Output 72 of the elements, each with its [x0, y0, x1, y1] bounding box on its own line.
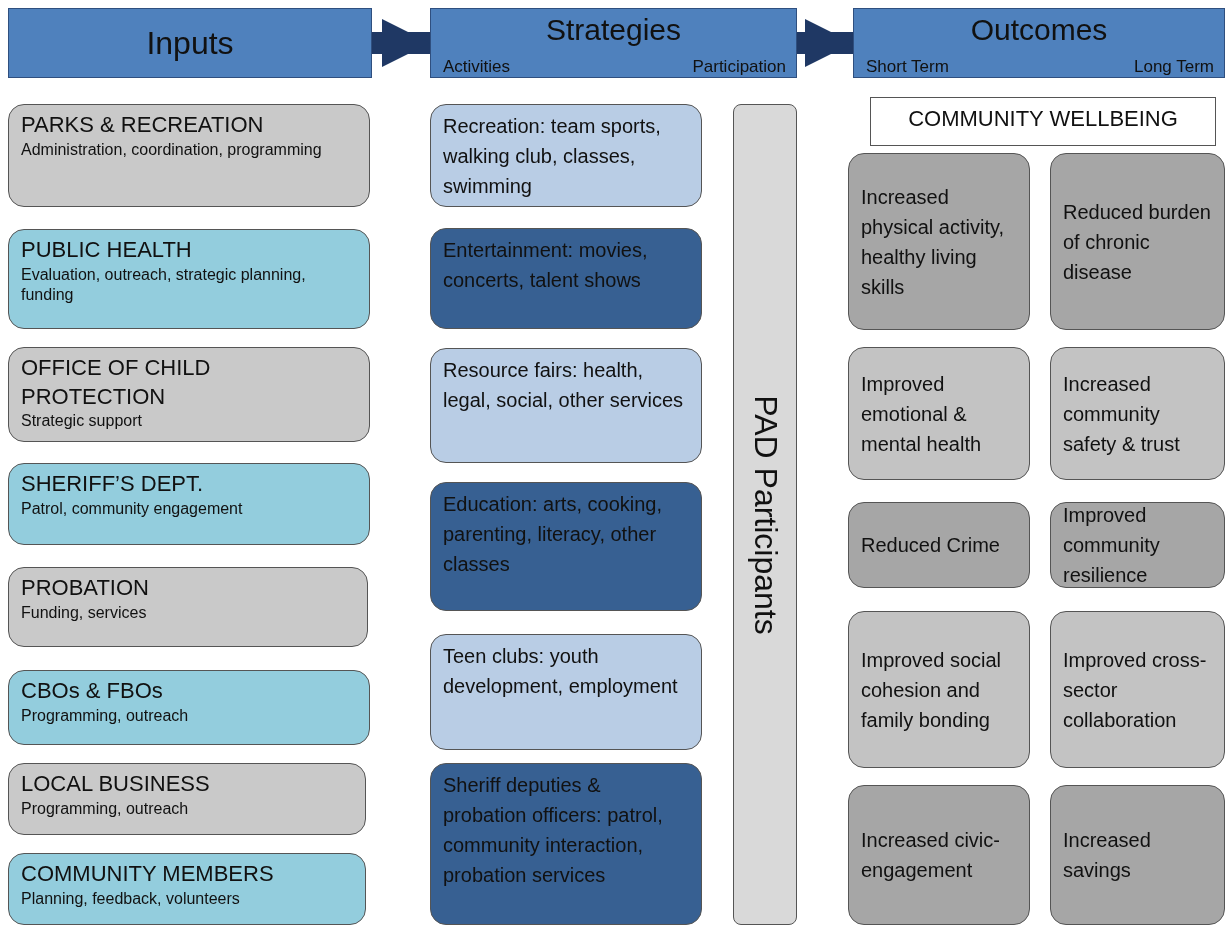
input-box — [8, 567, 368, 647]
outcome-text: Reduced Crime — [861, 533, 1000, 558]
input-box — [8, 104, 370, 207]
input-heading: COMMUNITY MEMBERS — [21, 860, 275, 888]
header-banner — [430, 8, 797, 78]
input-description: Evaluation, outreach, strategic planning, funding — [21, 264, 307, 306]
input-description: Funding, services — [21, 602, 148, 623]
arrow — [372, 18, 430, 68]
subheader-label: Activities — [443, 57, 511, 77]
input-box — [8, 670, 370, 745]
input-box — [8, 229, 370, 329]
header-title: Inputs — [145, 25, 235, 62]
input-heading: LOCAL BUSINESS — [21, 770, 211, 798]
outcome-text: Improved emotional & mental health — [861, 371, 983, 457]
input-heading: PROBATION — [21, 574, 150, 602]
strategy-text: Sheriff deputies & probation officers: patrol, community interaction, probation services — [443, 773, 664, 888]
outcome-box — [848, 611, 1030, 768]
outcome-text: Increased civic-engagement — [861, 828, 1001, 883]
header-title: Outcomes — [969, 13, 1109, 47]
strategy-text: Education: arts, cooking, parenting, literacy, other classes — [443, 492, 663, 577]
title-box — [870, 97, 1216, 146]
input-description: Administration, coordination, programming — [21, 139, 323, 160]
outcome-box — [848, 502, 1030, 588]
outcome-box — [848, 785, 1030, 925]
section-title: COMMUNITY WELLBEING — [907, 106, 1179, 132]
participants-bar — [733, 104, 797, 925]
outcome-text: Improved cross-sector collaboration — [1063, 647, 1208, 733]
strategy-box — [430, 228, 702, 329]
outcome-text: Increased community safety & trust — [1063, 371, 1181, 457]
input-description: Planning, feedback, volunteers — [21, 888, 241, 909]
outcome-box — [1050, 785, 1225, 925]
strategy-box — [430, 104, 702, 207]
outcome-text: Improved social cohesion and family bonding — [861, 647, 1003, 733]
outcome-box — [848, 153, 1030, 330]
input-heading: CBOs & FBOs — [21, 677, 164, 705]
outcome-box — [1050, 347, 1225, 480]
strategy-box — [430, 482, 702, 611]
subheader-label: Short Term — [866, 57, 949, 77]
input-heading: SHERIFF’S DEPT. — [21, 470, 205, 498]
outcome-text: Improved community resilience — [1063, 503, 1161, 588]
input-box — [8, 463, 370, 545]
strategy-text: Teen clubs: youth development, employment — [443, 644, 679, 699]
outcome-text: Reduced burden of chronic disease — [1063, 199, 1212, 285]
input-heading: PUBLIC HEALTH — [21, 236, 193, 264]
outcome-text: Increased savings — [1063, 828, 1152, 883]
outcome-box — [1050, 153, 1225, 330]
arrow — [797, 18, 853, 68]
outcome-box — [848, 347, 1030, 480]
participants-label: PAD Participants — [746, 394, 784, 635]
strategy-box — [430, 763, 702, 925]
input-heading: PARKS & RECREATION — [21, 111, 265, 139]
header-title: Strategies — [544, 13, 683, 47]
input-description: Strategic support — [21, 411, 143, 432]
subheader-label: Long Term — [1134, 57, 1214, 77]
strategy-box — [430, 634, 702, 750]
input-description: Patrol, community engagement — [21, 498, 244, 519]
strategy-text: Resource fairs: health, legal, social, other services — [443, 358, 685, 413]
input-description: Programming, outreach — [21, 798, 190, 819]
strategy-box — [430, 348, 702, 463]
strategy-text: Entertainment: movies, concerts, talent shows — [443, 238, 649, 293]
input-box — [8, 347, 370, 442]
input-heading: OFFICE OF CHILD PROTECTION — [21, 354, 212, 411]
outcome-box — [1050, 611, 1225, 768]
header-banner — [8, 8, 372, 78]
outcome-box — [1050, 502, 1225, 588]
input-box — [8, 763, 366, 835]
subheader-label: Participation — [692, 57, 786, 77]
header-banner — [853, 8, 1225, 78]
outcome-text: Increased physical activity, healthy living skills — [861, 184, 1005, 300]
strategy-text: Recreation: team sports, walking club, classes, swimming — [443, 114, 662, 199]
input-box — [8, 853, 366, 925]
input-description: Programming, outreach — [21, 705, 190, 726]
